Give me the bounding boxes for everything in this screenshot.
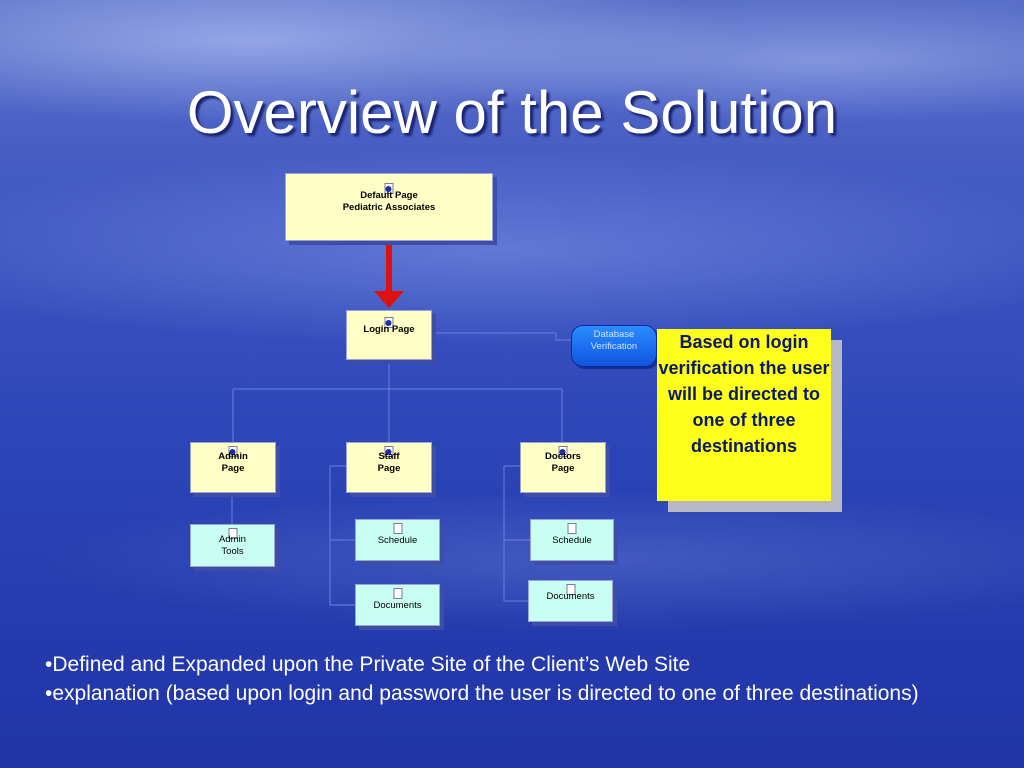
admin-tools-node: Admin Tools xyxy=(190,524,275,567)
staff-page-node: Staff Page xyxy=(346,442,432,493)
staff-children-connector xyxy=(329,465,355,606)
admin-page-sublabel: Page xyxy=(221,463,245,474)
default-page-label: Default Page xyxy=(360,190,418,201)
database-verification-node: Database Verification xyxy=(571,325,657,367)
slide-title: Overview of the Solution xyxy=(186,79,838,146)
admin-tools-label: Admin xyxy=(219,534,246,545)
red-arrow-head xyxy=(374,291,404,308)
admin-page-label: Admin xyxy=(218,451,248,462)
staff-schedule-label: Schedule xyxy=(377,535,418,546)
login-note: Based on login verification the user wil… xyxy=(657,329,831,501)
doctors-page-label: Doctors xyxy=(545,451,581,462)
doctors-documents-label: Documents xyxy=(546,591,595,602)
document-icon xyxy=(228,528,237,539)
staff-documents-node: Documents xyxy=(355,584,440,626)
staff-schedule-node: Schedule xyxy=(355,519,440,561)
bullet-item: •explanation (based upon login and passw… xyxy=(45,682,919,705)
page-icon xyxy=(558,446,568,457)
doctors-page-node: Doctors Page xyxy=(520,442,606,493)
bullet-list: •Defined and Expanded upon the Private S… xyxy=(45,652,1005,710)
staff-page-label: Staff xyxy=(378,451,400,462)
page-icon xyxy=(384,317,394,328)
default-page-sublabel: Pediatric Associates xyxy=(342,202,436,213)
page-icon xyxy=(384,446,394,457)
document-icon xyxy=(567,523,577,534)
bullet-item: •Defined and Expanded upon the Private S… xyxy=(45,653,691,676)
staff-documents-label: Documents xyxy=(373,600,422,611)
doctors-schedule-node: Schedule xyxy=(530,519,614,561)
page-icon xyxy=(384,183,394,194)
doctors-page-sublabel: Page xyxy=(551,463,575,474)
default-page-node: Default Page Pediatric Associates xyxy=(285,173,493,241)
database-sublabel: Verification xyxy=(590,341,638,352)
staff-page-sublabel: Page xyxy=(377,463,401,474)
page-icon xyxy=(228,446,238,457)
admin-tools-sublabel: Tools xyxy=(221,546,244,557)
document-icon xyxy=(393,523,402,534)
doctors-documents-node: Documents xyxy=(528,580,613,622)
document-icon xyxy=(566,584,575,595)
database-label: Database xyxy=(593,329,635,340)
login-page-node: Login Page xyxy=(346,310,432,360)
login-page-label: Login Page xyxy=(363,324,415,335)
doctors-schedule-label: Schedule xyxy=(552,535,592,546)
doctors-children-connector xyxy=(503,465,528,602)
admin-page-node: Admin Page xyxy=(190,442,276,493)
document-icon xyxy=(393,588,402,599)
login-db-connector xyxy=(432,332,571,341)
